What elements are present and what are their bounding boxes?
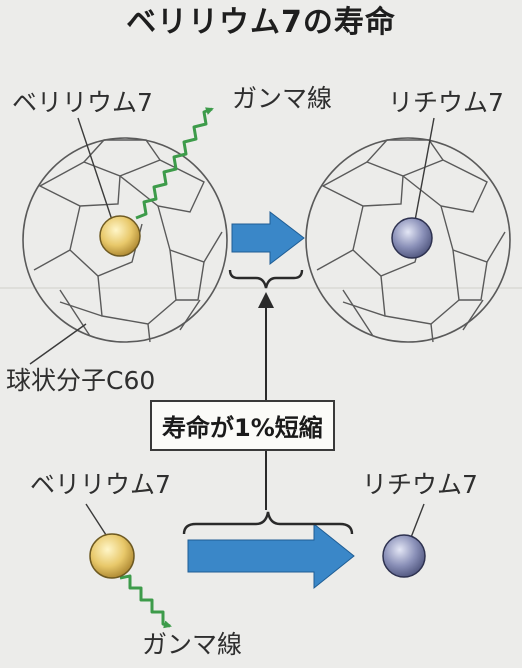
gamma-label-bottom: ガンマ線 (142, 630, 243, 659)
connector-arrowhead (258, 292, 274, 308)
diagram-title: ベリリウム7の寿命 (126, 5, 396, 40)
lithium-label-bottom: リチウム7 (362, 470, 478, 499)
gamma-label-top: ガンマ線 (232, 84, 333, 113)
beryllium-atom-top (99, 215, 141, 257)
lithium-atom-top (391, 217, 433, 259)
pointer-lithium-bottom (409, 503, 425, 541)
pointer-beryllium-bottom (85, 503, 109, 539)
beryllium-label-bottom: ベリリウム7 (30, 470, 171, 499)
brace-bottom (182, 511, 354, 535)
beryllium-atom-bottom (89, 533, 135, 579)
reaction-arrow-top (231, 210, 305, 266)
lithium-label-top: リチウム7 (388, 88, 504, 117)
lithium-atom-bottom (382, 534, 426, 578)
reaction-arrow-bottom (187, 522, 355, 590)
gamma-ray-bottom (119, 574, 172, 629)
pointer-lithium-top (413, 117, 435, 227)
pointer-c60 (29, 323, 87, 365)
pointer-beryllium-top (77, 117, 113, 221)
c60-cage-right (305, 137, 511, 343)
c60-cage-left (22, 137, 228, 343)
c60-molecule-label: 球状分子C60 (6, 366, 156, 395)
brace-top (228, 269, 304, 289)
beryllium-label-top: ベリリウム7 (12, 88, 153, 117)
gamma-ray-top (135, 107, 214, 220)
lifetime-shortening-label: 寿命が1%短縮 (150, 400, 335, 451)
